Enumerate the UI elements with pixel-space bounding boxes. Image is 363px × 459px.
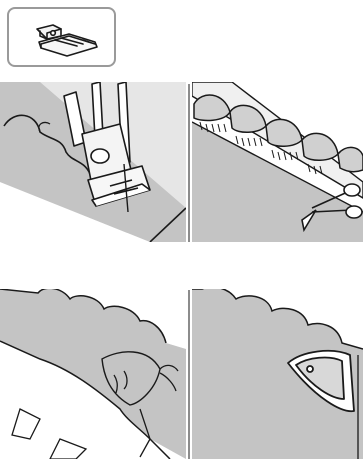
panel-divider-top: [188, 84, 190, 242]
panel-divider-bottom: [188, 290, 190, 459]
presser-foot-icon: [9, 9, 118, 69]
presser-foot-badge: [7, 7, 116, 67]
step-turn-panel: [0, 289, 186, 459]
step-press-panel: [192, 289, 363, 459]
step-sew-scallop-panel: [0, 82, 186, 242]
step-trim-panel: [192, 82, 363, 242]
